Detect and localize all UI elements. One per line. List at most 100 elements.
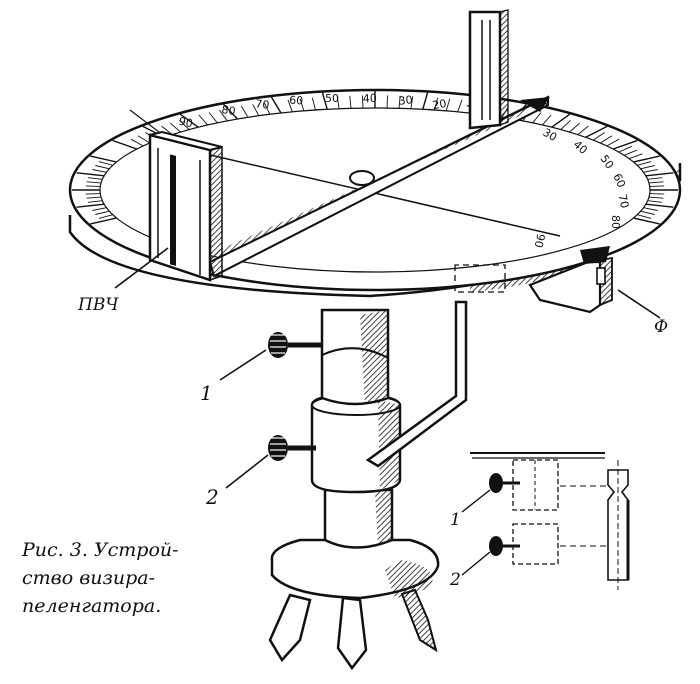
scale-tick (628, 153, 643, 160)
label-knob-2: 2 (205, 485, 219, 509)
scale-tick (585, 125, 608, 138)
scale-tick (87, 200, 103, 203)
scale-tick (90, 155, 117, 163)
scale-tick (640, 210, 655, 215)
scale-tick (398, 95, 401, 109)
scale-tick (606, 138, 620, 147)
far-sight-vane (468, 9, 509, 130)
label-detail-1: 1 (450, 510, 461, 530)
scale-tick (410, 96, 414, 109)
scale-tick (98, 161, 113, 166)
scale-tick (198, 114, 208, 126)
caption-line-3: пеленгатора. (22, 595, 161, 617)
near-sight-vane (148, 130, 223, 282)
knob-1 (268, 332, 322, 358)
scale-tick (645, 203, 674, 208)
knob-2 (268, 435, 316, 461)
pointer-tip (520, 97, 550, 112)
label-knob-1: 1 (200, 381, 213, 405)
scale-tick (270, 96, 282, 114)
scale-number: 30 (398, 93, 413, 107)
leader-f (617, 289, 661, 319)
detail-inset (461, 452, 630, 590)
scale-tick (92, 207, 107, 211)
alidade-arm (208, 95, 550, 278)
support-rod (365, 300, 468, 468)
scale-tick (90, 217, 117, 225)
scale-number: 80 (221, 103, 237, 118)
scale-tick (643, 169, 658, 173)
scale-tick (287, 99, 293, 112)
scale-number: 60 (610, 172, 628, 190)
scale-tick (643, 207, 658, 211)
scale-number: 90 (532, 233, 548, 249)
lower-column (323, 488, 394, 549)
scale-tick (170, 122, 181, 133)
scale-number: 70 (255, 97, 270, 111)
tripod-leg-middle (336, 596, 368, 671)
scale-tick (87, 177, 103, 180)
scale-tick (85, 185, 101, 187)
pivot-button (349, 170, 375, 186)
scale-tick (569, 122, 580, 133)
scale-tick (542, 114, 552, 126)
scale-tick (240, 105, 249, 118)
scale-number: 40 (362, 92, 377, 106)
degree-scale-numbers: 90807060504030201030405060708090 (178, 92, 632, 249)
scale-tick (637, 214, 652, 219)
scale-tick (76, 203, 105, 208)
scale-tick (648, 181, 664, 184)
scale-number: 50 (325, 92, 339, 105)
leader-knob-1 (219, 349, 267, 381)
scale-tick (179, 113, 199, 128)
scale-tick (76, 172, 105, 177)
scale-tick (560, 119, 571, 130)
caption-line-2: ство визира- (22, 567, 155, 589)
label-pvch: ПВЧ (77, 295, 119, 315)
scale-tick (645, 172, 674, 177)
scale-tick (263, 102, 271, 115)
scale-tick (219, 109, 228, 122)
leader-pvch (114, 247, 169, 289)
scale-tick (361, 95, 364, 109)
leader-knob-2 (225, 454, 269, 489)
scale-number: 20 (432, 97, 448, 112)
clamp-collar (310, 393, 402, 494)
label-f: Ф (654, 317, 668, 337)
label-detail-2: 2 (449, 570, 461, 590)
scale-tick (612, 139, 638, 150)
scale-tick (86, 196, 102, 199)
caption-line-1: Рис. 3. Устрой- (21, 539, 179, 561)
scale-tick (311, 97, 316, 111)
scale-tick (434, 97, 439, 111)
scale-tick (336, 96, 340, 109)
scale-number: 80 (609, 215, 622, 229)
scale-tick (618, 145, 632, 153)
scale-tick (86, 181, 102, 184)
scale-tick (577, 125, 589, 135)
scale-tick (321, 92, 328, 110)
scale-tick (222, 103, 239, 120)
scale-tick (95, 165, 110, 170)
scale-number: 70 (616, 193, 632, 209)
scale-tick (386, 95, 389, 109)
scale-tick (633, 217, 660, 225)
scale-tick (592, 132, 605, 141)
scale-number: 60 (289, 94, 304, 108)
scale-tick (649, 185, 665, 187)
upper-column (320, 308, 390, 406)
scale-tick (647, 200, 663, 203)
scale-tick (633, 155, 660, 163)
scale-tick (640, 165, 655, 170)
stand-base (268, 538, 440, 671)
tripod-leg-right (400, 588, 438, 653)
scale-tick (457, 99, 463, 112)
scale-tick (445, 98, 451, 111)
scale-tick (600, 135, 613, 144)
bracket-f (528, 246, 613, 314)
scale-tick (647, 177, 663, 180)
scale-tick (532, 112, 542, 124)
scale-tick (130, 138, 144, 147)
scale-tick (92, 169, 107, 173)
